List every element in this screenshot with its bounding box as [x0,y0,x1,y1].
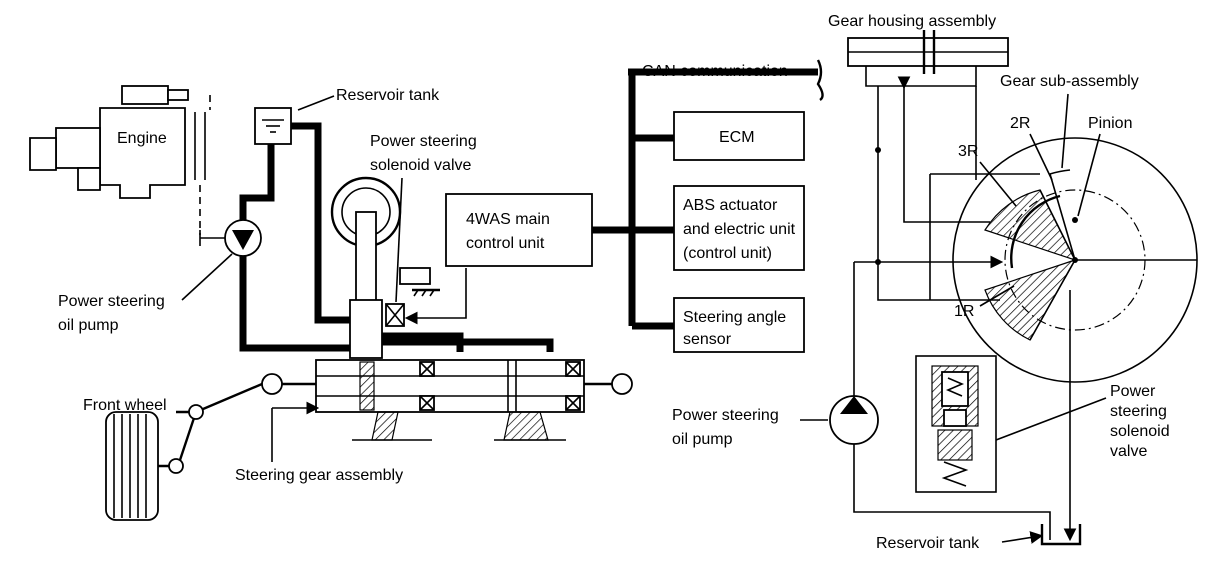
main-control-unit-line2: control unit [466,235,545,252]
left-reservoir-tank-label: Reservoir tank [336,87,440,104]
chamber-2r-label: 2R [1010,115,1030,132]
right-solenoid-label-line1: Power [1110,383,1156,400]
steering-angle-sensor-line1: Steering angle [683,309,786,326]
abs-box [673,185,805,271]
main-control-unit-line1: 4WAS main [466,211,550,228]
gear-housing-assembly [847,30,1009,87]
abs-label-line3: (control unit) [683,245,772,262]
right-reservoir-tank-label: Reservoir tank [876,535,980,552]
gear-sub-assembly [952,137,1198,383]
left-oil-pump [199,219,262,257]
can-communication-label: CAN communication [642,63,788,80]
abs-label-line2: and electric unit [683,221,796,238]
right-solenoid-label-line3: solenoid [1110,423,1170,440]
steering-gear-assembly-label: Steering gear assembly [235,467,403,484]
steering-angle-sensor-line2: sensor [683,331,732,348]
left-oil-pump-label-line2: oil pump [58,317,119,334]
chamber-3r-label: 3R [958,143,978,160]
gear-housing-assembly-label: Gear housing assembly [828,13,996,30]
main-control-unit-box [445,193,593,267]
right-oil-pump-label-line1: Power steering [672,407,779,424]
front-wheel [105,382,263,521]
engine-label: Engine [117,130,167,147]
pinion-label: Pinion [1088,115,1132,132]
steering-wheel [330,176,402,303]
right-solenoid-label-line4: valve [1110,443,1147,460]
abs-label-line1: ABS actuator [683,197,778,214]
ecm-label: ECM [719,129,755,146]
steering-gear-assembly [261,359,633,441]
right-oil-pump [829,262,1051,540]
engine-drawing [29,85,211,235]
right-solenoid-label-line2: steering [1110,403,1167,420]
left-oil-pump-label-line1: Power steering [58,293,165,310]
left-reservoir-tank [254,107,292,145]
right-solenoid-valve [915,355,997,493]
gear-sub-assembly-label: Gear sub-assembly [1000,73,1139,90]
front-wheel-label: Front wheel [83,397,167,414]
left-solenoid-label-line2: solenoid valve [370,157,472,174]
left-solenoid-valve [349,267,440,359]
left-solenoid-label-line1: Power steering [370,133,477,150]
steering-angle-sensor-box [673,297,805,353]
right-oil-pump-label-line2: oil pump [672,431,733,448]
right-reservoir-tank [1040,524,1082,546]
chamber-1r-label: 1R [954,303,974,320]
ecm-box [673,111,805,161]
